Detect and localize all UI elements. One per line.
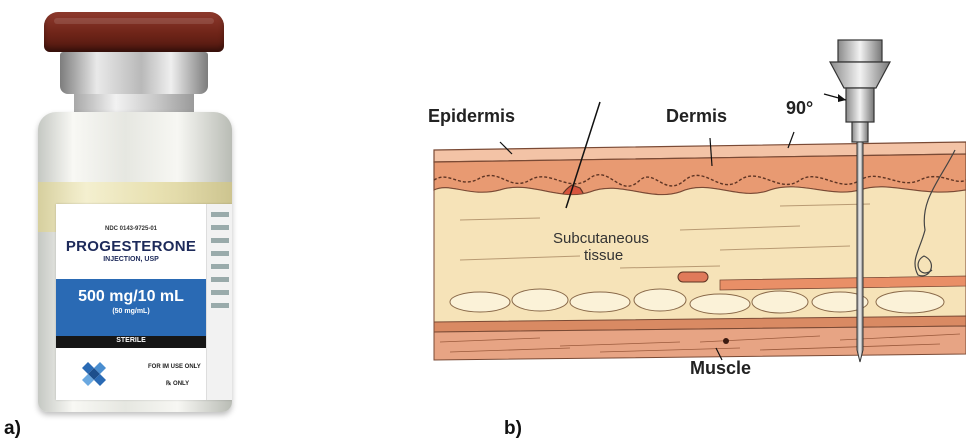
concentration-text: (50 mg/mL) (56, 308, 206, 315)
vial-glass: NDC 0143-9725-01 PROGESTERONE INJECTION,… (38, 112, 232, 412)
progesterone-vial: NDC 0143-9725-01 PROGESTERONE INJECTION,… (30, 12, 240, 420)
angle-label: 90° (786, 98, 813, 119)
blood-vessel (678, 272, 708, 282)
dermis-label: Dermis (666, 106, 727, 127)
panel-label-a: a) (4, 418, 21, 440)
vial-label: NDC 0143-9725-01 PROGESTERONE INJECTION,… (56, 204, 232, 400)
tissue-label: tissue (584, 247, 623, 264)
drug-subtitle: INJECTION, USP (56, 256, 206, 263)
label-side-text (206, 204, 232, 400)
epidermis-label: Epidermis (428, 106, 515, 127)
vial-cap (44, 12, 224, 52)
muscle-layer (434, 326, 966, 360)
muscle-label: Muscle (690, 358, 751, 379)
needle (857, 142, 863, 362)
vial-crimp-seal (60, 52, 208, 94)
im-use-text: FOR IM USE ONLY (148, 364, 201, 370)
panel-label-b: b) (504, 418, 522, 440)
ndc-code: NDC 0143-9725-01 (56, 226, 206, 232)
sterile-text: STERILE (56, 337, 206, 344)
drug-name: PROGESTERONE (56, 238, 206, 255)
skin-cross-section-diagram (420, 30, 966, 380)
dose-text: 500 mg/10 mL (56, 288, 206, 306)
subcutaneous-label: Subcutaneous (553, 230, 649, 247)
manufacturer-logo-icon (80, 362, 108, 386)
rx-text: ℞ ONLY (166, 380, 189, 387)
